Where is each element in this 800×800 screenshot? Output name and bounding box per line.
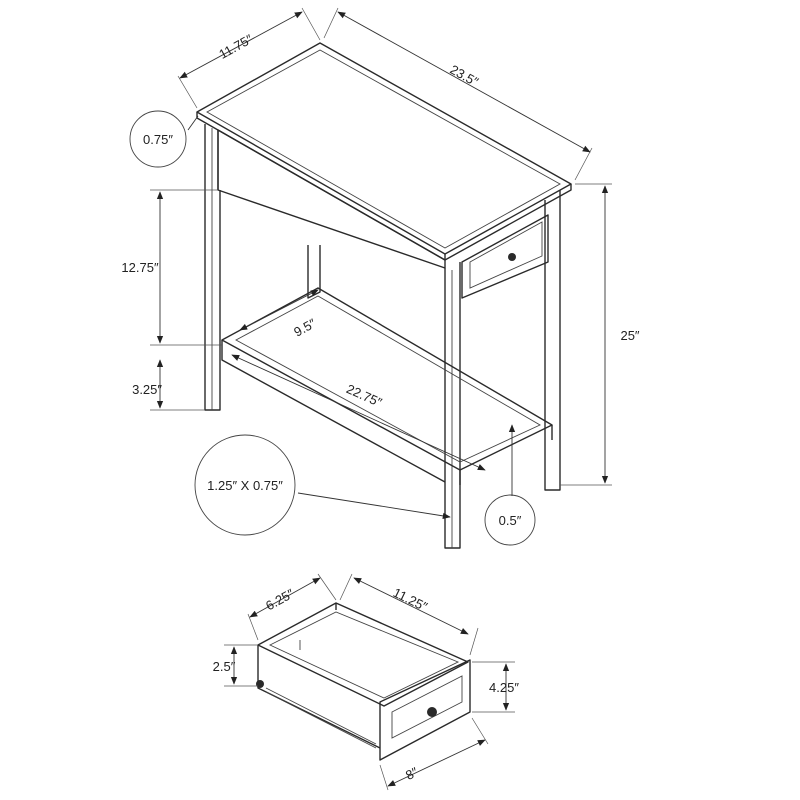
leg-front-right [444, 262, 461, 549]
label-drawer-front-height: 4.25″ [489, 680, 519, 695]
drawer-dimension-lines [224, 573, 515, 791]
drawer-knob-icon [508, 253, 516, 261]
callout-leg-size [194, 434, 296, 536]
lower-shelf [221, 287, 553, 485]
label-leg-size: 1.25″ X 0.75″ [207, 478, 283, 493]
label-drawer-inner-length: 11.25″ [391, 585, 430, 615]
label-shelf-depth: 9.5″ [291, 315, 318, 339]
callout-shelf-lip [484, 494, 536, 546]
leg-back-right [544, 190, 561, 491]
drawer-front-knob-icon [427, 707, 437, 717]
leg-front-left [204, 124, 221, 411]
tabletop [196, 42, 572, 261]
label-drawer-side-height: 2.5″ [213, 659, 236, 674]
label-drawer-inner-depth: 6.25″ [263, 586, 297, 614]
side-table-drawing: 11.75″ 23.5″ 0.75″ 12.75″ 9.5″ 22.75″ 3.… [121, 7, 640, 549]
callout-top-thickness [129, 110, 187, 168]
label-top-thickness: 0.75″ [143, 132, 173, 147]
label-top-width: 23.5″ [448, 62, 482, 90]
label-shelf-width: 22.75″ [344, 381, 384, 410]
label-overall-height: 25″ [620, 328, 639, 343]
table-drawer-front [461, 214, 549, 299]
drawer-drawing: 6.25″ 11.25″ 2.5″ 4.25″ 8″ [213, 573, 519, 791]
label-apron-to-shelf: 12.75″ [121, 260, 159, 275]
label-drawer-front-width: 8″ [403, 764, 421, 783]
drawer-front-panel [379, 659, 471, 761]
label-shelf-lip: 0.5″ [499, 513, 522, 528]
table-dimension-lines [150, 7, 612, 520]
apron [217, 129, 446, 269]
label-top-depth: 11.75″ [216, 31, 255, 62]
label-shelf-to-floor: 3.25″ [132, 382, 162, 397]
